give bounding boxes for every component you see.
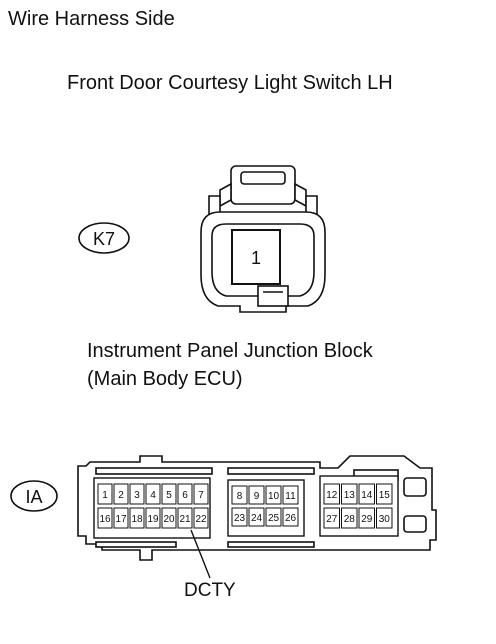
dcty-callout-label: DCTY [184, 580, 236, 601]
ia-pin-cell-21 [177, 507, 193, 529]
ia-pin-cell-12 [323, 483, 340, 505]
ia-pin-22: 22 [195, 514, 207, 525]
ia-pin-6: 6 [182, 490, 188, 501]
ia-pin-cell-23 [231, 507, 248, 527]
ia-pin-cell-5 [161, 483, 177, 505]
ia-pin-12: 12 [326, 490, 338, 501]
ia-pin-9: 9 [254, 491, 260, 502]
ia-pin-cell-22 [193, 507, 209, 529]
ia-pin-cell-29 [358, 507, 375, 529]
ia-pin-17: 17 [115, 514, 127, 525]
ia-pin-16: 16 [99, 514, 111, 525]
ia-pin-5: 5 [166, 490, 172, 501]
ia-badge: IA [10, 480, 58, 512]
ia-pin-cell-27 [323, 507, 340, 529]
ia-pin-19: 19 [147, 514, 159, 525]
ia-pin-29: 29 [361, 514, 373, 525]
ia-pin-8: 8 [237, 491, 243, 502]
ia-pin-25: 25 [268, 513, 280, 524]
ia-pin-cell-30 [376, 507, 393, 529]
ia-pin-cell-2 [113, 483, 129, 505]
ia-pin-20: 20 [163, 514, 175, 525]
ia-pin-cell-26 [282, 507, 299, 527]
ia-pin-11: 11 [285, 491, 296, 502]
ia-pin-cell-24 [248, 507, 265, 527]
ia-pin-cell-14 [358, 483, 375, 505]
ia-pin-30: 30 [379, 514, 391, 525]
ia-pin-1: 1 [102, 490, 108, 501]
ia-pin-27: 27 [326, 514, 338, 525]
ia-pin-cell-19 [145, 507, 161, 529]
view-label: Wire Harness Side [8, 8, 175, 30]
ia-pin-cell-20 [161, 507, 177, 529]
ia-pin-2: 2 [118, 490, 124, 501]
ia-pin-21: 21 [179, 514, 191, 525]
ia-pin-24: 24 [251, 513, 263, 524]
ia-pin-14: 14 [361, 490, 373, 501]
ia-pin-13: 13 [344, 490, 356, 501]
ia-pin-3: 3 [134, 490, 140, 501]
k7-pin-1: 1 [251, 248, 261, 268]
ia-pin-cell-9 [248, 485, 265, 505]
k7-badge: K7 [78, 222, 130, 254]
ia-pin-cell-6 [177, 483, 193, 505]
ia-badge-label: IA [25, 487, 42, 507]
ia-pin-4: 4 [150, 490, 156, 501]
ia-pin-cell-8 [231, 485, 248, 505]
ia-pin-cell-7 [193, 483, 209, 505]
ia-pin-cell-13 [341, 483, 358, 505]
ia-pin-cell-1 [97, 483, 113, 505]
k7-badge-label: K7 [93, 229, 115, 249]
ia-pin-15: 15 [379, 490, 391, 501]
ia-pin-cell-4 [145, 483, 161, 505]
k7-connector [200, 165, 326, 313]
ia-pin-cell-10 [265, 485, 282, 505]
ia-pin-cell-11 [282, 485, 299, 505]
ia-connector-subtitle: (Main Body ECU) [87, 368, 243, 390]
ia-pin-cell-15 [376, 483, 393, 505]
ia-pin-26: 26 [285, 513, 297, 524]
ia-pin-7: 7 [198, 490, 204, 501]
ia-connector-title: Instrument Panel Junction Block [87, 340, 373, 362]
ia-pin-cell-16 [97, 507, 113, 529]
ia-pin-cell-18 [129, 507, 145, 529]
ia-pin-10: 10 [268, 491, 280, 502]
ia-pin-cell-28 [341, 507, 358, 529]
ia-pin-cell-25 [265, 507, 282, 527]
k7-connector-title: Front Door Courtesy Light Switch LH [67, 72, 393, 94]
ia-pin-28: 28 [344, 514, 356, 525]
ia-pin-23: 23 [234, 513, 246, 524]
ia-pin-18: 18 [131, 514, 143, 525]
ia-pin-cell-17 [113, 507, 129, 529]
ia-pin-cell-3 [129, 483, 145, 505]
dcty-leader-line [190, 529, 211, 579]
